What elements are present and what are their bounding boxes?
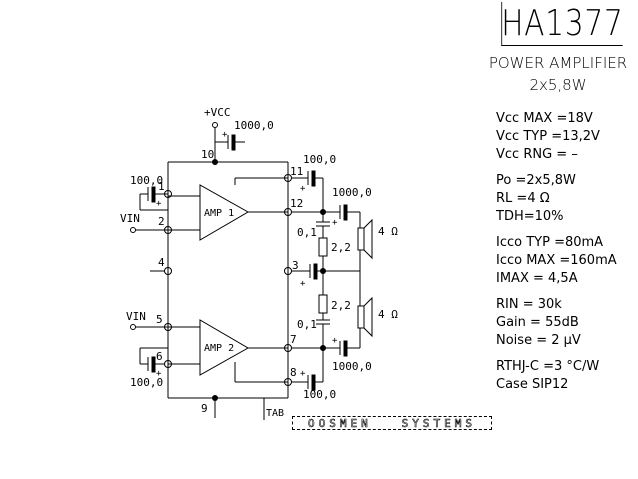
svg-text:+: + bbox=[300, 279, 306, 289]
logo-right-text: SYSTEMS bbox=[401, 416, 477, 430]
svg-text:6: 6 bbox=[156, 350, 163, 363]
spec-rin: RIN = 30k bbox=[496, 297, 562, 312]
vin1-label: VIN bbox=[120, 212, 140, 225]
amp2-symbol bbox=[199, 319, 250, 376]
svg-text:AMP 2: AMP 2 bbox=[204, 343, 234, 354]
svg-text:+: + bbox=[156, 369, 162, 379]
part-number-title: HA1377 bbox=[501, 2, 624, 46]
speaker1-icon bbox=[357, 227, 365, 251]
svg-text:4 Ω: 4 Ω bbox=[378, 308, 398, 321]
svg-text:100,0: 100,0 bbox=[303, 388, 336, 401]
svg-text:+: + bbox=[300, 184, 306, 194]
spec-icco-max: Icco MAX =160mA bbox=[496, 253, 617, 268]
spec-rl: RL =4 Ω bbox=[496, 191, 550, 206]
spec-vcc-max: Vcc MAX =18V bbox=[496, 111, 593, 126]
supply-cap-label: 1000,0 bbox=[234, 119, 274, 132]
power-rating-heading: 2x5,8W bbox=[529, 76, 587, 94]
spec-po: Po =2x5,8W bbox=[496, 173, 576, 188]
svg-text:+: + bbox=[332, 218, 338, 228]
spec-vcc-rng: Vcc RNG = – bbox=[496, 147, 578, 162]
svg-text:4: 4 bbox=[158, 256, 165, 269]
spec-icco-typ: Icco TYP =80mA bbox=[496, 235, 604, 250]
svg-text:4 Ω: 4 Ω bbox=[378, 225, 398, 238]
svg-text:100,0: 100,0 bbox=[130, 376, 163, 389]
svg-text:1000,0: 1000,0 bbox=[332, 360, 372, 373]
svg-text:10: 10 bbox=[201, 148, 214, 161]
zobel1-resistor bbox=[318, 237, 328, 257]
logo-left-text: OOSMEN bbox=[307, 416, 372, 430]
supply-cap-plate-neg bbox=[231, 134, 236, 151]
zobel2-resistor bbox=[318, 294, 328, 314]
spec-case: Case SIP12 bbox=[496, 377, 569, 392]
spec-gain: Gain = 55dB bbox=[496, 315, 579, 330]
spec-noise: Noise = 2 µV bbox=[496, 333, 581, 348]
amp1-symbol bbox=[199, 184, 250, 241]
spec-tdh: TDH=10% bbox=[496, 209, 564, 224]
svg-text:100,0: 100,0 bbox=[130, 174, 163, 187]
svg-text:AMP 1: AMP 1 bbox=[204, 208, 234, 219]
tab-label: TAB bbox=[266, 408, 284, 419]
svg-text:8: 8 bbox=[290, 366, 297, 379]
spec-imax: IMAX = 4,5A bbox=[496, 271, 578, 286]
svg-text:5: 5 bbox=[156, 313, 163, 326]
svg-text:2,2: 2,2 bbox=[331, 241, 351, 254]
svg-text:7: 7 bbox=[290, 333, 297, 346]
speaker2-icon bbox=[357, 305, 365, 329]
speaker1-cone bbox=[363, 218, 373, 260]
svg-text:2,2: 2,2 bbox=[331, 299, 351, 312]
svg-text:11: 11 bbox=[290, 165, 303, 178]
vcc-label: +VCC bbox=[204, 106, 231, 119]
device-type-heading: POWER AMPLIFIER bbox=[488, 54, 628, 72]
logo: OOSMEN SYSTEMS bbox=[292, 416, 492, 430]
vin2-label: VIN bbox=[126, 310, 146, 323]
vcc-terminal bbox=[212, 122, 218, 128]
svg-text:12: 12 bbox=[290, 197, 303, 210]
spec-vcc-typ: Vcc TYP =13,2V bbox=[496, 129, 600, 144]
spec-list: Vcc MAX =18V Vcc TYP =13,2V Vcc RNG = – … bbox=[496, 110, 617, 394]
speaker2-cone bbox=[363, 296, 373, 338]
svg-text:9: 9 bbox=[201, 402, 208, 415]
spec-rthj-c: RTHJ-C =3 °C/W bbox=[496, 359, 600, 374]
svg-text:0,1: 0,1 bbox=[297, 226, 317, 239]
svg-text:1: 1 bbox=[158, 180, 165, 193]
svg-text:+: + bbox=[156, 199, 162, 209]
svg-text:3: 3 bbox=[292, 259, 299, 272]
svg-text:2: 2 bbox=[158, 215, 165, 228]
svg-text:+: + bbox=[332, 336, 338, 346]
svg-text:1000,0: 1000,0 bbox=[332, 186, 372, 199]
svg-text:+: + bbox=[222, 130, 228, 140]
svg-text:0,1: 0,1 bbox=[297, 318, 317, 331]
svg-text:+: + bbox=[300, 369, 306, 379]
svg-text:100,0: 100,0 bbox=[303, 153, 336, 166]
